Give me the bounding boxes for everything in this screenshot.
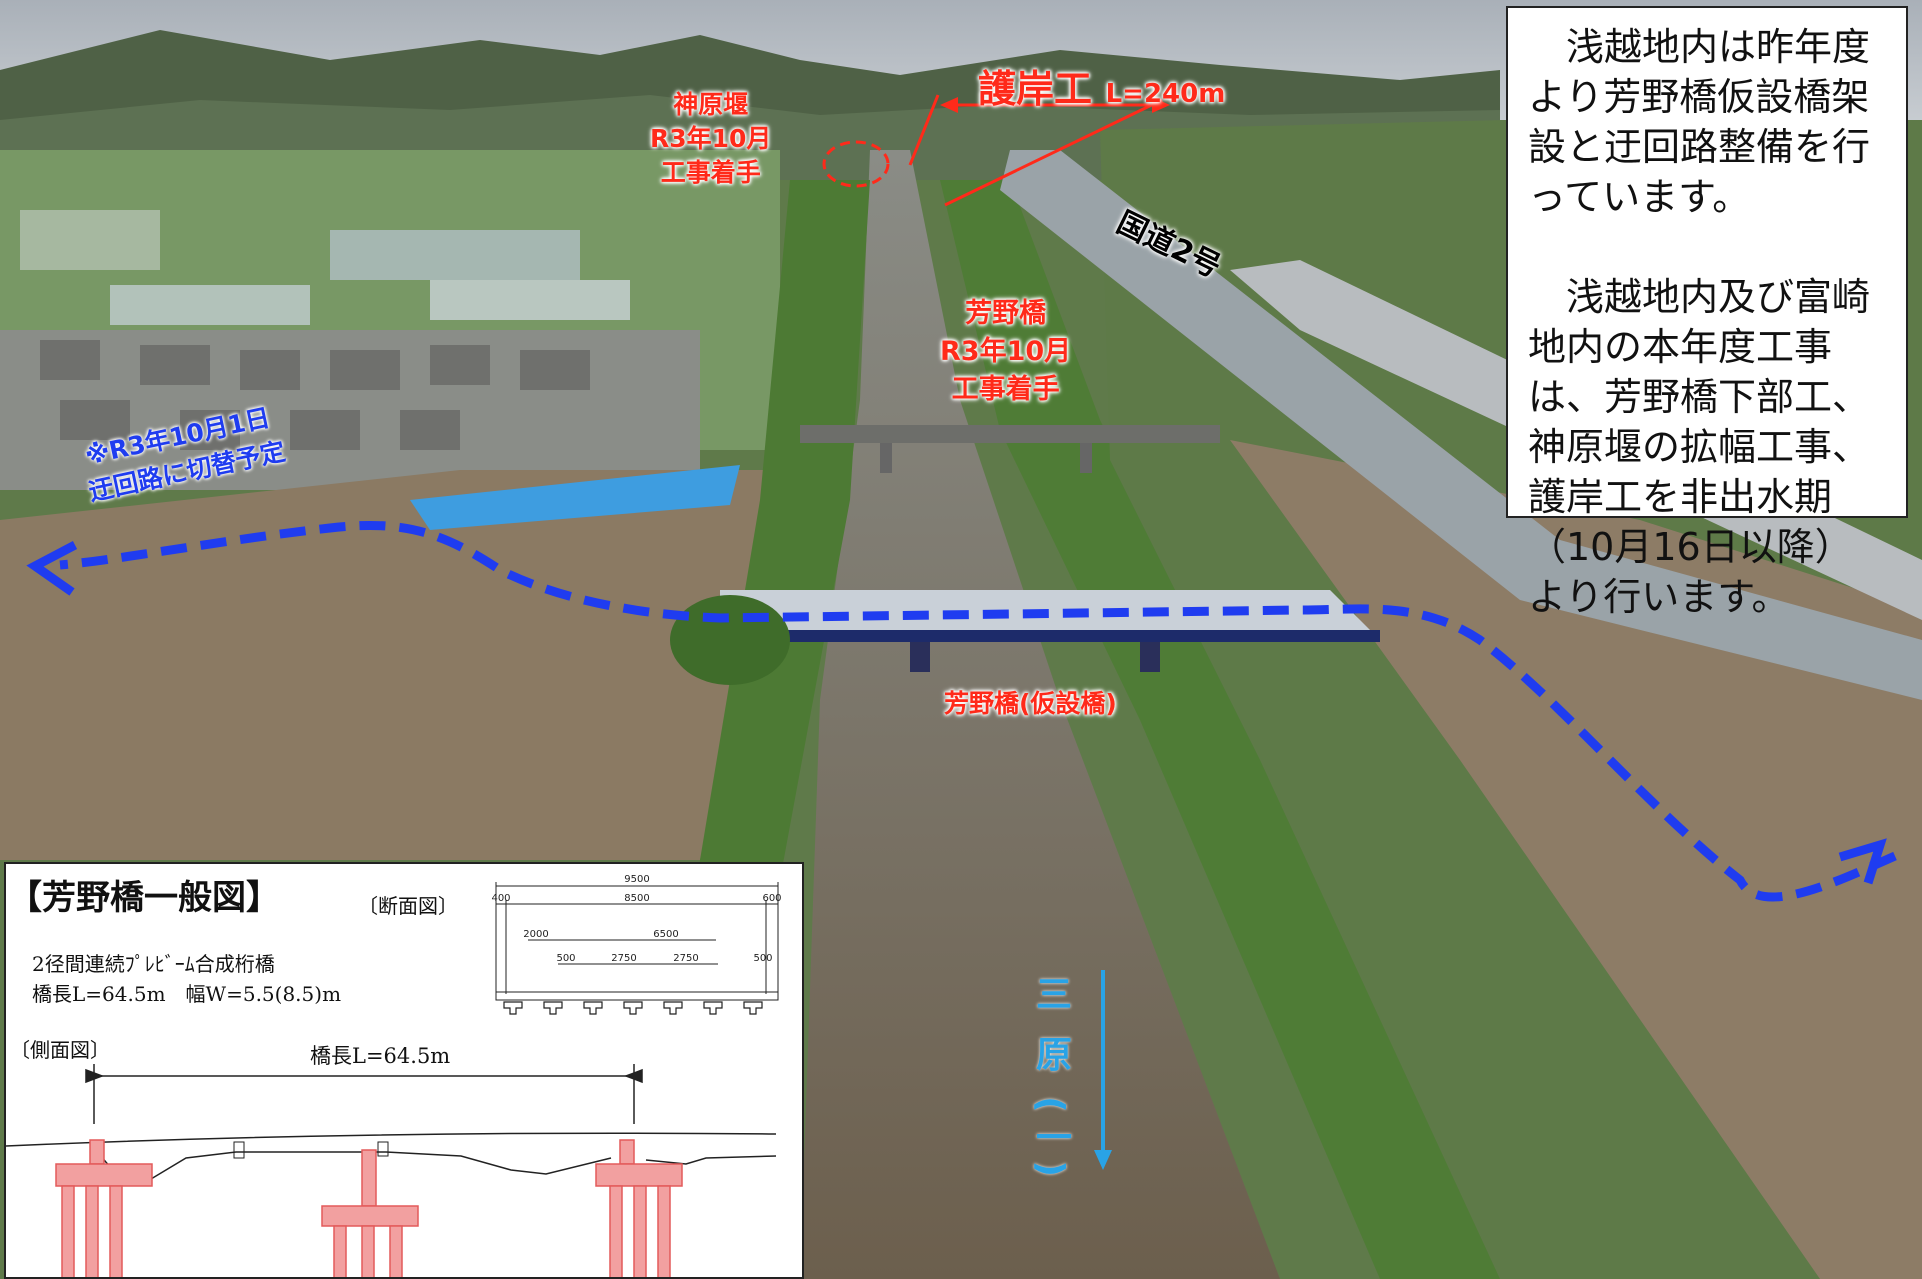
bridge-type-text: 2径間連続ﾌﾟﾚﾋﾞｰﾑ合成桁橋: [32, 952, 275, 976]
weir-name: 神原堰: [673, 90, 749, 119]
dim-left-edge: 400: [491, 893, 510, 904]
explanation-paragraph-1: 浅越地内は昨年度より芳野橋仮設橋架設と迂回路整備を行っています。: [1528, 25, 1871, 219]
bridge-date: R3年10月: [940, 336, 1072, 367]
dim-right-edge: 600: [762, 893, 781, 904]
dim-small-a: 500: [556, 953, 575, 964]
revetment-length: L=240m: [1105, 79, 1226, 109]
yoshino-bridge-label: 芳野橋 R3年10月 工事着手: [940, 295, 1071, 409]
explanation-box: 浅越地内は昨年度より芳野橋仮設橋架設と迂回路整備を行っています。 浅越地内及び富…: [1506, 6, 1908, 619]
dim-deck: 8500: [624, 893, 649, 904]
bridge-general-drawing: 【芳野橋一般図】 〔断面図〕 2径間連続ﾌﾟﾚﾋﾞｰﾑ合成桁橋 橋長L=64.5…: [4, 862, 804, 1279]
river-flow-arrow: [1094, 970, 1112, 1170]
weir-status: 工事着手: [660, 158, 761, 187]
dim-total: 9500: [624, 874, 649, 885]
bridge-dimensions-text: 橋長L=64.5m 幅W=5.5(8.5)m: [32, 982, 342, 1006]
river-name-label: 三 原 (一): [1030, 975, 1071, 1183]
detour-route-line: [59, 520, 1897, 902]
revetment-range-arrow: [908, 94, 1170, 207]
section-view-label: 〔断面図〕: [358, 894, 458, 918]
dim-small-b: 500: [753, 953, 772, 964]
kanbara-weir-label: 神原堰 R3年10月 工事着手: [650, 88, 771, 190]
side-view-label: 〔側面図〕: [10, 1038, 110, 1062]
dim-inner-a: 2000: [523, 929, 548, 940]
dim-span-b: 2750: [673, 953, 698, 964]
dim-inner-b: 6500: [653, 929, 678, 940]
bridge-name: 芳野橋: [965, 298, 1047, 329]
dim-span-a: 2750: [611, 953, 636, 964]
detour-arrow-east: [1838, 838, 1887, 885]
revetment-title: 護岸工: [978, 67, 1093, 111]
side-view-diagram: [6, 1064, 777, 1277]
detour-arrow-west: [26, 541, 78, 596]
explanation-paragraph-2: 浅越地内及び富崎地内の本年度工事は、芳野橋下部工、神原堰の拡幅工事、護岸工を非出…: [1528, 275, 1871, 619]
drawing-title: 【芳野橋一般図】: [8, 878, 280, 918]
side-length-text: 橋長L=64.5m: [310, 1044, 451, 1068]
weir-marker: [822, 140, 890, 188]
bridge-status: 工事着手: [951, 374, 1060, 405]
cross-section-diagram: 9500 400 8500 600 2000 6500 500 2750 275…: [491, 874, 782, 1015]
weir-date: R3年10月: [650, 124, 772, 153]
temp-bridge-label: 芳野橋(仮設橋): [944, 689, 1117, 718]
revetment-label: 護岸工 L=240m: [978, 58, 1225, 113]
